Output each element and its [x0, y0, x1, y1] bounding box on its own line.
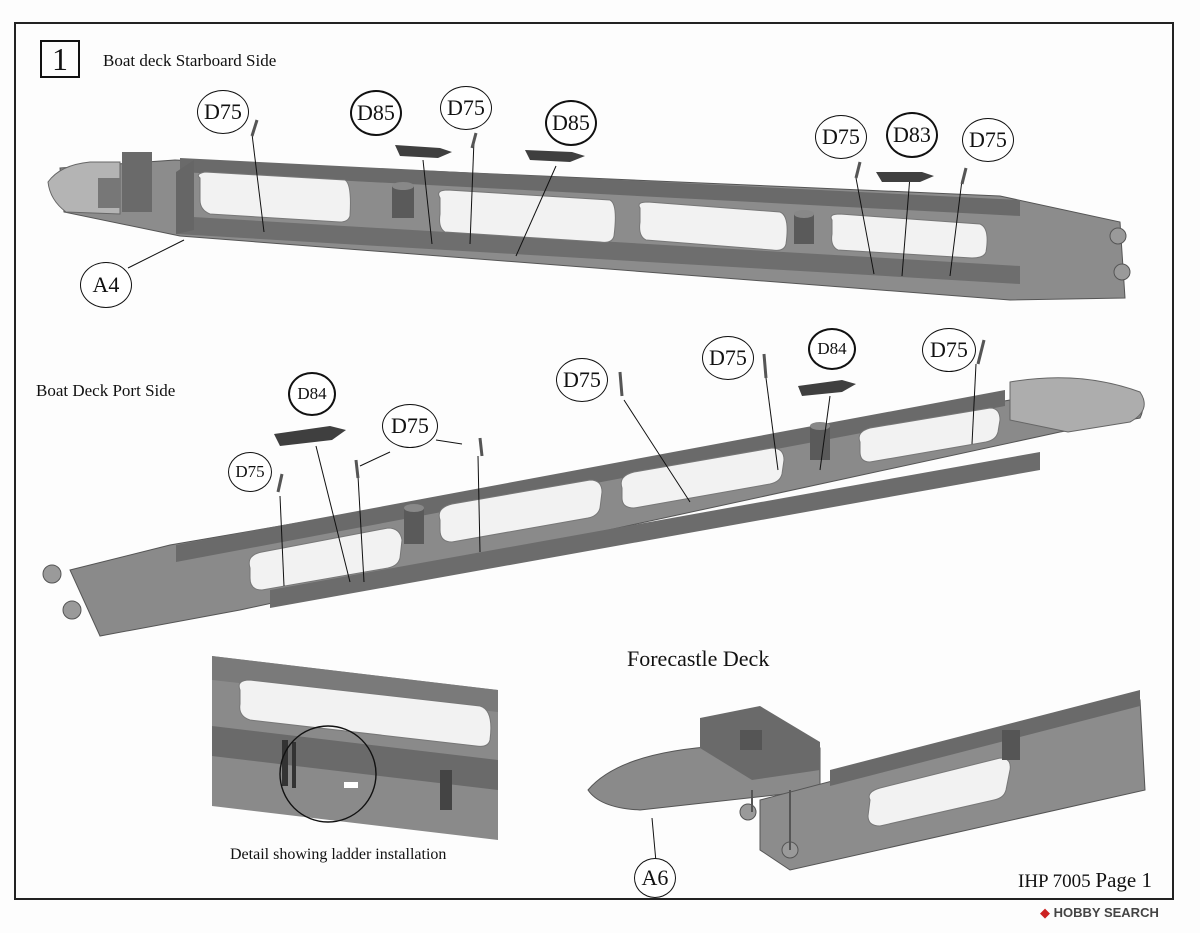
- callout-d84: D84: [288, 372, 336, 416]
- callout-d75: D75: [922, 328, 976, 372]
- starboard-title: Boat deck Starboard Side: [103, 51, 277, 70]
- page-border: [14, 22, 1174, 900]
- watermark-text: HOBBY SEARCH: [1053, 905, 1159, 920]
- callout-d75: D75: [815, 115, 867, 159]
- callout-d75: D75: [440, 86, 492, 130]
- ladder-detail-part: [212, 656, 498, 840]
- callout-d75: D75: [197, 90, 249, 134]
- callout-a4: A4: [80, 262, 132, 308]
- starboard-deck-part: [47, 119, 1131, 301]
- port-deck-part: [42, 339, 1145, 637]
- callout-d75: D75: [382, 404, 438, 448]
- forecastle-deck-part: [587, 690, 1146, 871]
- callout-d75: D75: [962, 118, 1014, 162]
- callout-d85: D85: [545, 100, 597, 146]
- product-code: IHP 7005: [1018, 871, 1091, 892]
- page-footer: IHP 7005 Page 1: [1018, 868, 1152, 893]
- callout-a6: A6: [634, 858, 676, 898]
- step-number-box: 1: [40, 40, 80, 78]
- detail-caption: Detail showing ladder installation: [230, 846, 447, 863]
- hobby-search-logo-icon: ◆: [1040, 905, 1050, 920]
- watermark: ◆ HOBBY SEARCH: [1040, 905, 1159, 921]
- callout-d75: D75: [556, 358, 608, 402]
- forecastle-title: Forecastle Deck: [627, 646, 770, 671]
- callout-d75: D75: [702, 336, 754, 380]
- callout-d85: D85: [350, 90, 402, 136]
- callout-d84: D84: [808, 328, 856, 370]
- page-number: Page 1: [1095, 868, 1152, 892]
- callout-d83: D83: [886, 112, 938, 158]
- callout-d75: D75: [228, 452, 272, 492]
- port-title: Boat Deck Port Side: [36, 381, 176, 400]
